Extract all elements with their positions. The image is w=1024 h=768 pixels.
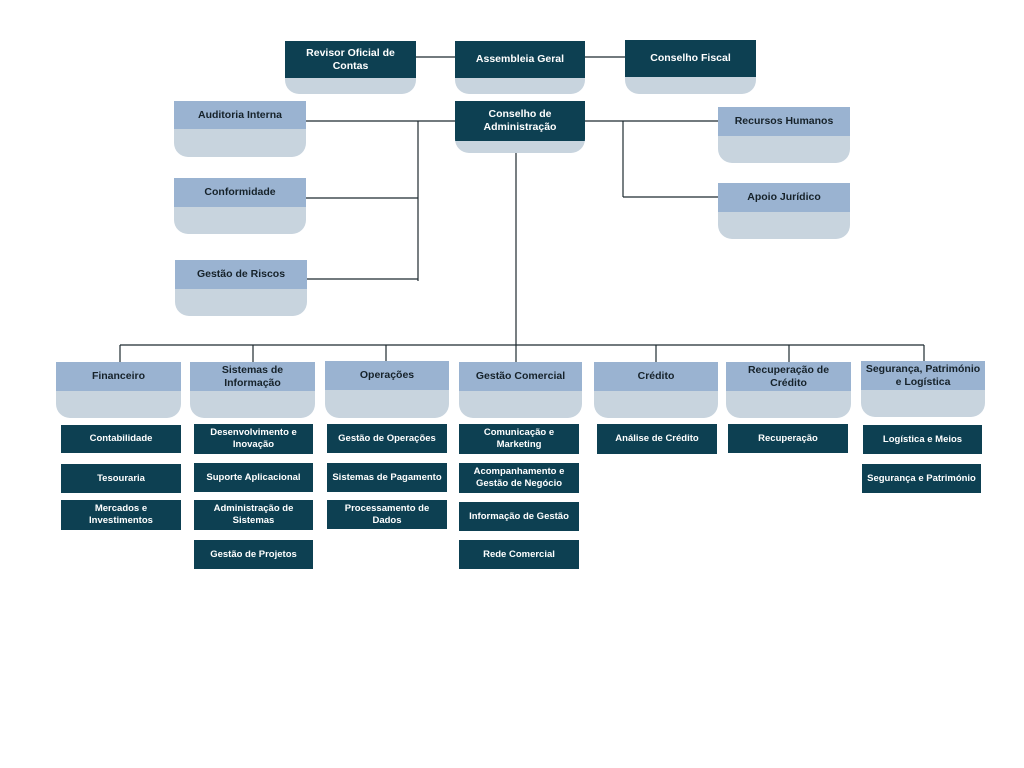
rh-box: Recursos Humanos — [718, 107, 850, 163]
dept-label: Segurança, Património e Logística — [861, 361, 985, 390]
sub-unit-box: Recuperação — [728, 424, 848, 453]
conformidade-box: Conformidade — [174, 178, 306, 234]
revisor-label: Revisor Oficial de Contas — [285, 41, 416, 78]
juridico-label: Apoio Jurídico — [718, 183, 850, 212]
sub-unit-box: Gestão de Projetos — [194, 540, 313, 569]
dept-comercial-box: Gestão Comercial — [459, 362, 582, 418]
sub-unit-box: Gestão de Operações — [327, 424, 447, 453]
dept-label: Financeiro — [56, 362, 181, 391]
sub-unit-box: Tesouraria — [61, 464, 181, 493]
conformidade-label: Conformidade — [174, 178, 306, 207]
dept-label: Sistemas de Informação — [190, 362, 315, 391]
auditoria-label: Auditoria Interna — [174, 101, 306, 129]
conselho-fiscal-label: Conselho Fiscal — [625, 40, 756, 77]
sub-unit-box: Comunicação e Marketing — [459, 424, 579, 454]
dept-label: Gestão Comercial — [459, 362, 582, 391]
sub-unit-box: Administração de Sistemas — [194, 500, 313, 530]
dept-label: Crédito — [594, 362, 718, 391]
sub-unit-box: Desenvolvimento e Inovação — [194, 424, 313, 454]
sub-unit-box: Mercados e Investimentos — [61, 500, 181, 530]
conselho-fiscal-box: Conselho Fiscal — [625, 40, 756, 94]
dept-label: Recuperação de Crédito — [726, 362, 851, 391]
sub-unit-box: Análise de Crédito — [597, 424, 717, 454]
sub-unit-box: Informação de Gestão — [459, 502, 579, 531]
conselho-admin-label: Conselho de Administração — [455, 101, 585, 141]
dept-financeiro-box: Financeiro — [56, 362, 181, 418]
dept-label: Operações — [325, 361, 449, 390]
assembleia-label: Assembleia Geral — [455, 41, 585, 78]
sub-unit-box: Logística e Meios — [863, 425, 982, 454]
rh-label: Recursos Humanos — [718, 107, 850, 136]
dept-seguranca-box: Segurança, Património e Logística — [861, 361, 985, 417]
auditoria-box: Auditoria Interna — [174, 101, 306, 157]
sub-unit-box: Suporte Aplicacional — [194, 463, 313, 492]
sub-unit-box: Acompanhamento e Gestão de Negócio — [459, 463, 579, 493]
sub-unit-box: Contabilidade — [61, 425, 181, 453]
sub-unit-box: Processamento de Dados — [327, 500, 447, 529]
juridico-box: Apoio Jurídico — [718, 183, 850, 239]
riscos-box: Gestão de Riscos — [175, 260, 307, 316]
assembleia-box: Assembleia Geral — [455, 41, 585, 94]
dept-credito-box: Crédito — [594, 362, 718, 418]
dept-recuperacao-box: Recuperação de Crédito — [726, 362, 851, 418]
riscos-label: Gestão de Riscos — [175, 260, 307, 289]
conselho-admin-box: Conselho de Administração — [455, 101, 585, 153]
sub-unit-box: Sistemas de Pagamento — [327, 463, 447, 492]
revisor-box: Revisor Oficial de Contas — [285, 41, 416, 94]
dept-operacoes-box: Operações — [325, 361, 449, 418]
sub-unit-box: Rede Comercial — [459, 540, 579, 569]
dept-sistemas-box: Sistemas de Informação — [190, 362, 315, 418]
sub-unit-box: Segurança e Património — [862, 464, 981, 493]
